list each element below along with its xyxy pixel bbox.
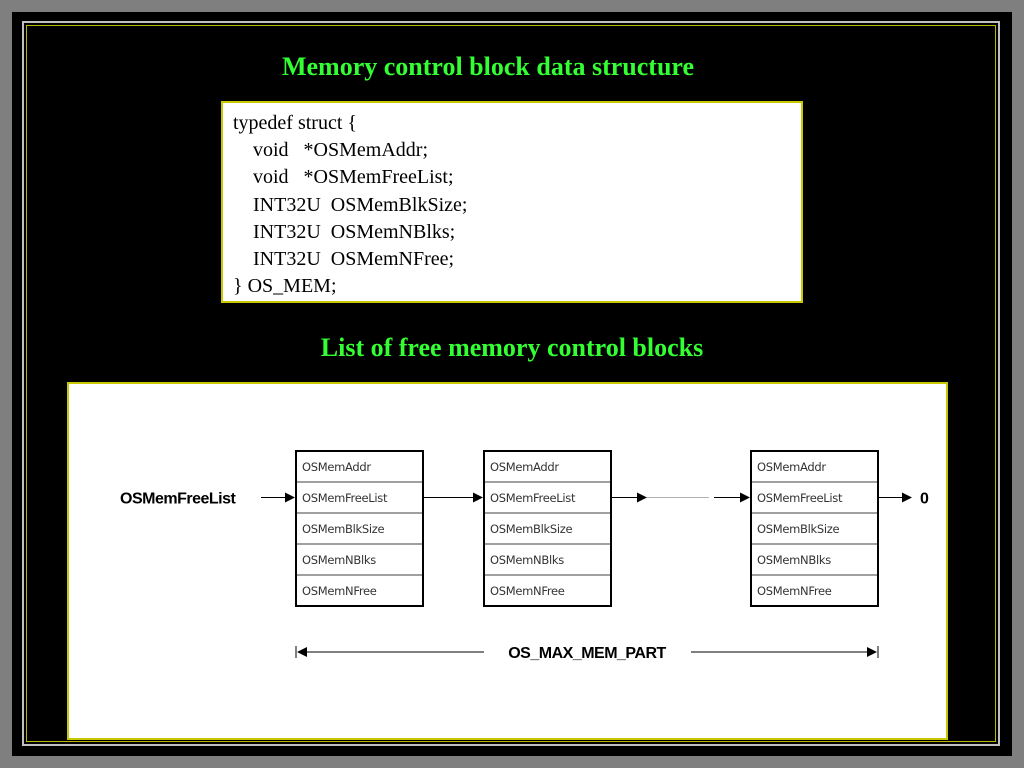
code-line: void *OSMemAddr; — [233, 139, 428, 162]
code-line: INT32U OSMemNFree; — [233, 248, 455, 271]
code-line: INT32U OSMemNBlks; — [233, 220, 456, 243]
block-field-label: OSMemBlkSize — [302, 522, 385, 536]
block-field-label: OSMemFreeList — [302, 491, 388, 505]
block-field-label: OSMemBlkSize — [757, 522, 840, 536]
memory-block — [750, 450, 879, 607]
pointer-arrow-head — [637, 492, 647, 503]
span-arrow-head — [297, 647, 307, 657]
block-field-label: OSMemNBlks — [490, 553, 564, 567]
slide-border — [22, 21, 1000, 746]
span-label: OS_MAX_MEM_PART — [508, 645, 666, 662]
head-pointer-label: OSMemFreeList — [120, 491, 236, 508]
free-list-diagram-svg: OSMemAddrOSMemFreeListOSMemBlkSizeOSMemN… — [120, 450, 929, 662]
code-line: } OS_MEM; — [233, 275, 337, 298]
block-field-label: OSMemAddr — [490, 460, 559, 474]
slide-inner-border — [26, 25, 996, 742]
block-field-label: OSMemNBlks — [757, 553, 831, 567]
code-line: INT32U OSMemBlkSize; — [233, 193, 468, 216]
pointer-arrow-head — [902, 492, 912, 503]
memory-block — [483, 450, 612, 607]
struct-title: Memory control block data structure — [281, 52, 695, 81]
block-field-label: OSMemAddr — [302, 460, 371, 474]
span-arrow-head — [867, 647, 877, 657]
code-box: typedef struct { void *OSMemAddr; void *… — [221, 101, 803, 303]
block-field-label: OSMemAddr — [757, 460, 826, 474]
pointer-arrow-head — [740, 492, 750, 503]
block-field-label: OSMemFreeList — [757, 491, 843, 505]
block-field-label: OSMemNFree — [302, 584, 377, 598]
block-field-label: OSMemNFree — [490, 584, 565, 598]
block-field-label: OSMemFreeList — [490, 491, 576, 505]
code-line: typedef struct { — [233, 112, 358, 134]
pointer-arrow-head — [285, 492, 295, 503]
block-field-label: OSMemBlkSize — [490, 522, 573, 536]
list-title: List of free memory control blocks — [320, 333, 704, 362]
block-field-label: OSMemNFree — [757, 584, 832, 598]
memory-block — [295, 450, 424, 607]
block-field-label: OSMemNBlks — [302, 553, 376, 567]
pointer-arrow-head — [473, 492, 483, 503]
code-line: void *OSMemFreeList; — [233, 166, 454, 189]
null-terminator-label: 0 — [920, 491, 929, 508]
